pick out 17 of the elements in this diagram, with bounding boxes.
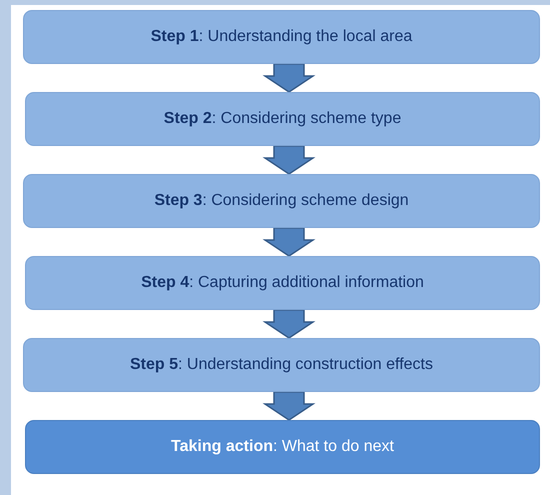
block-arrow <box>262 309 316 339</box>
step-label: Step 4: Capturing additional information <box>141 274 424 292</box>
step-box <box>25 256 540 310</box>
step-box <box>23 10 540 64</box>
step-label: Step 1: Understanding the local area <box>150 28 412 46</box>
step-box <box>25 92 540 146</box>
step-label: Taking action: What to do next <box>171 438 394 456</box>
block-arrow <box>262 227 316 257</box>
block-arrow <box>262 63 316 93</box>
step-label: Step 3: Considering scheme design <box>154 192 409 210</box>
step-box <box>23 174 540 228</box>
block-arrow <box>262 145 316 175</box>
step-box <box>23 338 540 392</box>
step-label: Step 5: Understanding construction effects <box>130 356 433 374</box>
block-arrow <box>262 391 316 421</box>
step-label: Step 2: Considering scheme type <box>164 110 402 128</box>
step-box <box>25 420 540 474</box>
